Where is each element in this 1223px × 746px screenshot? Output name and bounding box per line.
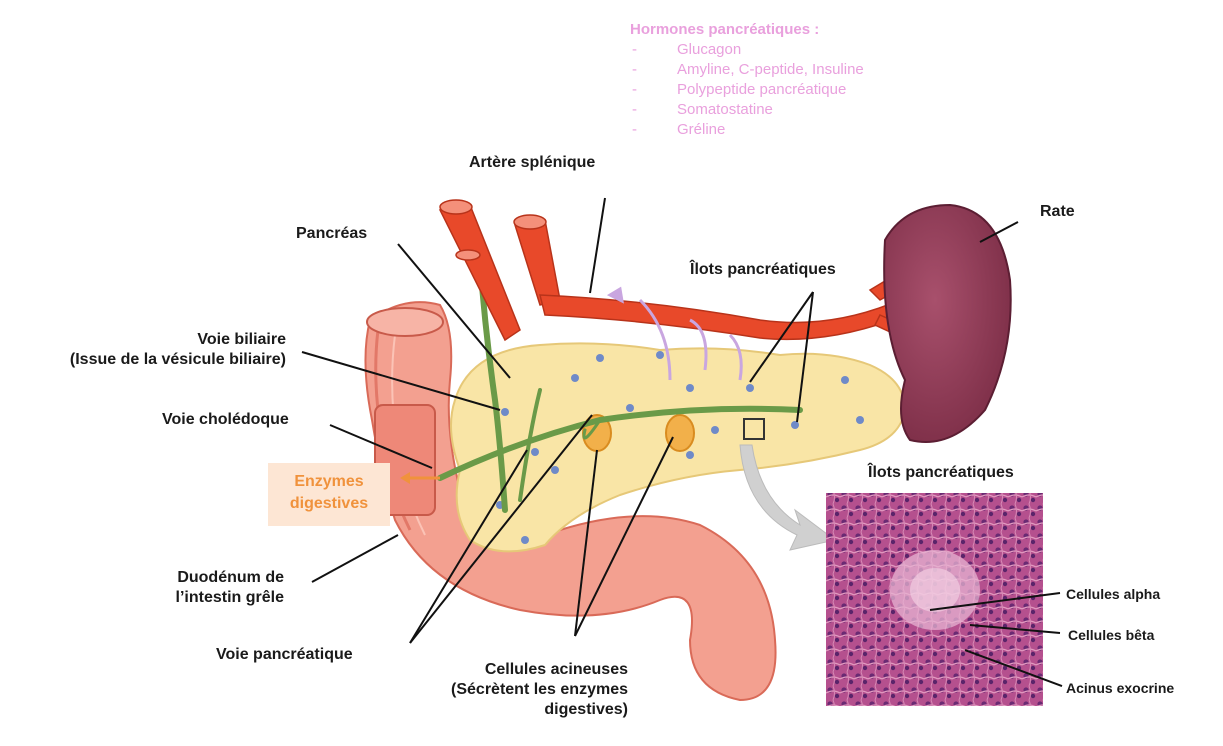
label-cellules-alpha: Cellules alpha — [1066, 584, 1160, 604]
label-voie-choledoque: Voie cholédoque — [162, 410, 289, 430]
hormone-item: -Glucagon — [629, 40, 867, 60]
hormone-item: -Amyline, C-peptide, Insuline — [629, 60, 867, 80]
enzymes-line1: Enzymes — [268, 471, 390, 493]
label-rate: Rate — [1040, 202, 1075, 222]
hormone-item-label: Amyline, C-peptide, Insuline — [677, 61, 864, 78]
hormones-items: -Glucagon -Amyline, C-peptide, Insuline … — [629, 40, 867, 140]
hormone-item: -Somatostatine — [629, 100, 867, 120]
spleen — [884, 205, 1011, 442]
hormone-item-label: Glucagon — [677, 41, 741, 58]
hormone-item-label: Somatostatine — [677, 101, 773, 118]
hormones-title: Hormones pancréatiques : — [630, 20, 867, 40]
label-acineuses-line1: Cellules acineuses — [418, 660, 628, 680]
splenic-artery — [440, 200, 925, 345]
label-artere-splenique: Artère splénique — [469, 153, 595, 173]
label-duodenum-line1: Duodénum de — [130, 568, 284, 588]
label-cellules-acineuses: Cellules acineuses (Sécrètent les enzyme… — [418, 660, 628, 720]
enzymes-line2: digestives — [268, 493, 390, 515]
label-ilots-pancreatiques-micro: Îlots pancréatiques — [868, 463, 1014, 483]
label-acineuses-line2: (Sécrètent les enzymes — [418, 680, 628, 700]
hormone-item: -Polypeptide pancréatique — [629, 80, 867, 100]
label-duodenum: Duodénum de l’intestin grêle — [130, 568, 284, 608]
label-voie-biliaire: Voie biliaire (Issue de la vésicule bili… — [20, 330, 286, 370]
label-acinus-exocrine: Acinus exocrine — [1066, 678, 1174, 698]
label-ilots-pancreatiques-top: Îlots pancréatiques — [690, 260, 836, 280]
label-voie-biliaire-line1: Voie biliaire — [20, 330, 286, 350]
hormone-item-label: Polypeptide pancréatique — [677, 81, 846, 98]
label-pancreas: Pancréas — [296, 224, 367, 244]
label-acineuses-line3: digestives) — [418, 700, 628, 720]
hormone-item: -Gréline — [629, 120, 867, 140]
hormones-list: Hormones pancréatiques : -Glucagon -Amyl… — [629, 20, 867, 140]
label-duodenum-line2: l’intestin grêle — [130, 588, 284, 608]
hormone-item-label: Gréline — [677, 121, 725, 138]
label-voie-pancreatique: Voie pancréatique — [216, 645, 353, 665]
label-voie-biliaire-line2: (Issue de la vésicule biliaire) — [20, 350, 286, 370]
label-cellules-beta: Cellules bêta — [1068, 625, 1154, 645]
enzymes-box: Enzymes digestives — [268, 463, 390, 526]
